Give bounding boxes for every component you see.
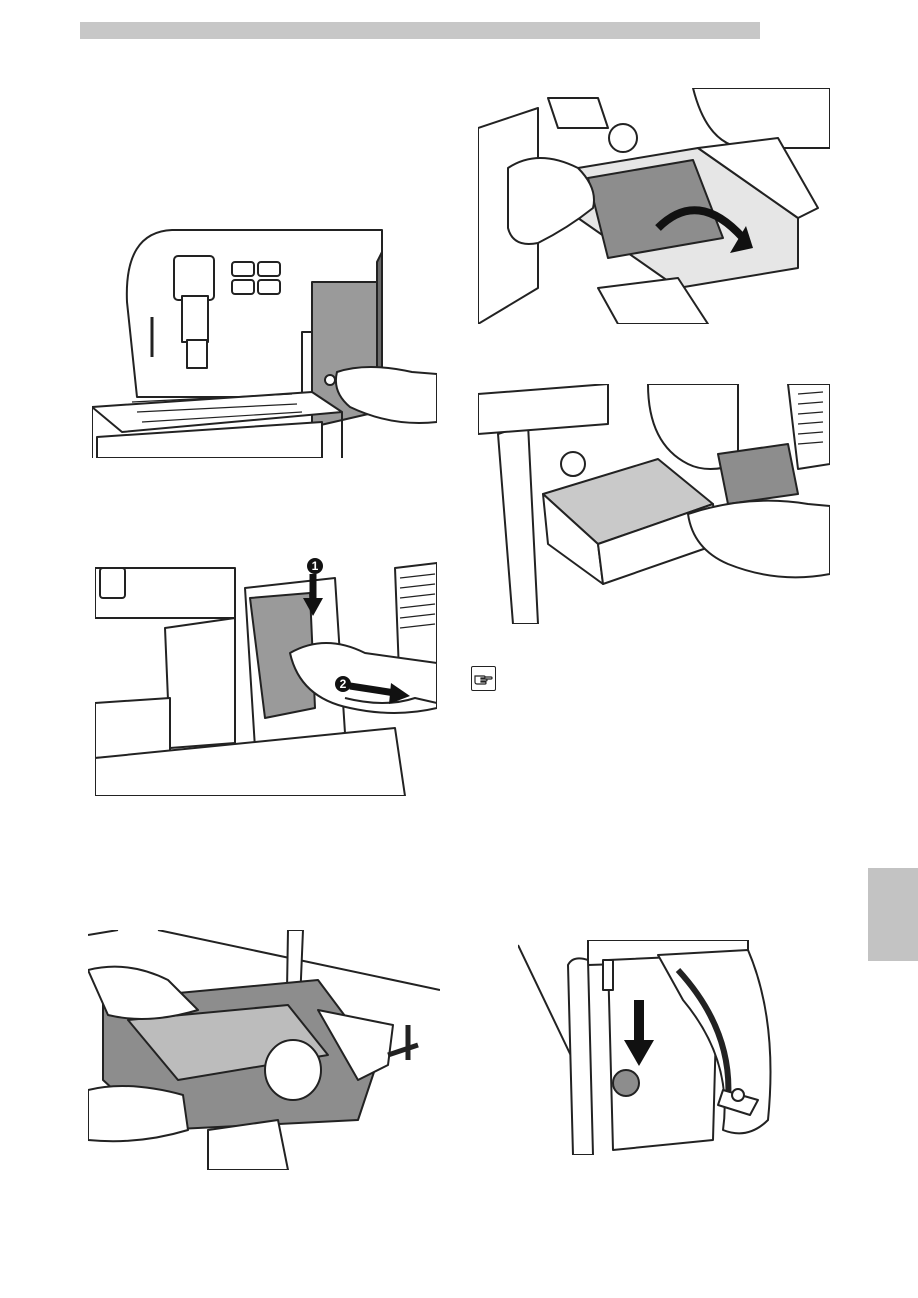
hand-pointer-note-icon	[471, 666, 496, 691]
coffee-machine-side-door-icon	[92, 222, 437, 458]
figure-drip-tray-removal	[478, 88, 830, 324]
section-side-tab	[868, 868, 918, 961]
step-2-label: 2	[340, 677, 347, 691]
step-2-badge: 2	[335, 676, 351, 692]
figure-brew-group-rinse	[88, 930, 440, 1170]
brew-group-removal-icon: 1 2	[95, 558, 437, 796]
drip-tray-removal-icon	[478, 88, 830, 324]
brew-group-rinse-icon	[88, 930, 440, 1170]
step-1-label: 1	[312, 559, 319, 573]
figure-coffee-machine-side-door	[92, 222, 437, 458]
page-header-bar	[80, 22, 760, 39]
coffee-grounds-drawer-icon	[478, 384, 830, 624]
step-1-badge: 1	[307, 558, 323, 574]
figure-brew-group-removal: 1 2	[95, 558, 437, 796]
figure-coffee-grounds-drawer	[478, 384, 830, 624]
figure-brew-group-lever	[518, 940, 782, 1155]
brew-group-lever-icon	[518, 940, 782, 1155]
